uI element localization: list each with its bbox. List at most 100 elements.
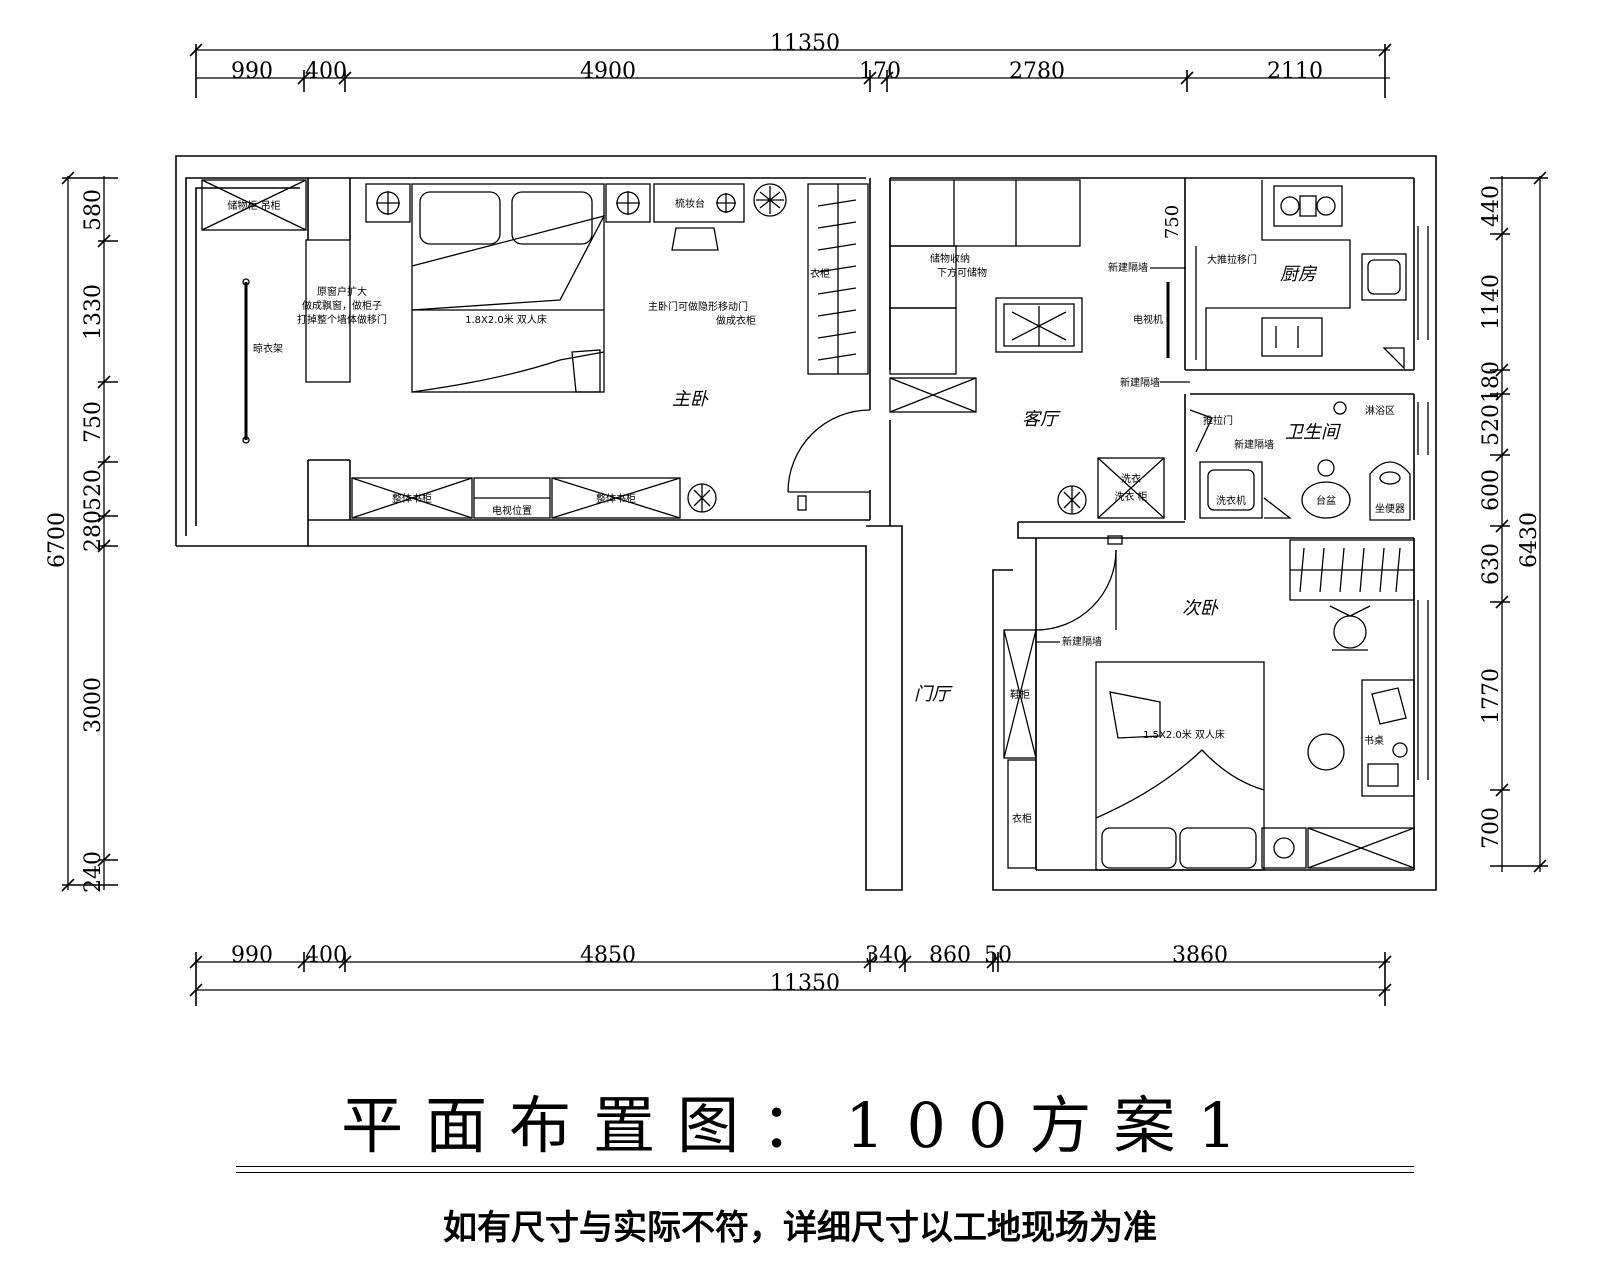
room-living: 客厅: [1022, 409, 1061, 430]
desk-chair: [1307, 733, 1345, 771]
kitchen: 大推拉移门 厨房: [1195, 180, 1407, 370]
bedroom-note-1: 主卧门可做隐形移动门: [648, 300, 748, 313]
shoe-cabinet: [1003, 629, 1037, 759]
toilet-icon: [1369, 461, 1411, 521]
top-dimensions: 11350 990 400 4900 170 2780 2110: [189, 31, 1392, 98]
dim-top-3: 4900: [580, 59, 636, 84]
balcony-cupboard: [201, 179, 307, 231]
room-master-bedroom: 主卧: [672, 389, 709, 410]
new-wall-3: 新建隔墙: [1234, 438, 1274, 451]
dim-left-1: 580: [81, 189, 106, 231]
nightstand-left: [365, 183, 411, 223]
dim-top-4: 170: [859, 59, 901, 84]
dim-right-5: 600: [1479, 469, 1504, 511]
laundry-label: 洗衣机: [1216, 494, 1246, 507]
dim-bottom-2: 400: [305, 943, 347, 968]
dim-right-3: 180: [1479, 361, 1504, 403]
dim-left-5: 280: [81, 510, 106, 552]
dim-right-2: 1140: [1479, 274, 1504, 330]
washing-machine: [1199, 461, 1263, 519]
dim-top-5: 2780: [1009, 59, 1065, 84]
study-desk: [1361, 679, 1415, 797]
dim-left-7: 240: [81, 851, 106, 893]
dim-right-1: 440: [1479, 185, 1504, 227]
room-bathroom: 卫生间: [1285, 422, 1341, 443]
kitchen-door-label: 大推拉移门: [1207, 253, 1257, 266]
dim-top-total: 11350: [770, 31, 840, 56]
dim-bottom-3: 4850: [580, 943, 636, 968]
balcony: 储物柜 吊柜 晾衣架 原窗户扩大 做成飘窗，做柜子 打掉整个墙体做移门: [201, 179, 387, 444]
wash-cab-1: 洗衣: [1121, 472, 1141, 485]
plant-icon: [753, 183, 787, 217]
sink-icon: [1361, 253, 1407, 301]
second-wardrobe-side: [1007, 759, 1037, 869]
second-cabinet: [1307, 827, 1415, 869]
basin-label: 台盆: [1316, 494, 1336, 507]
dressing-chair: [671, 227, 719, 251]
shower-label: 淋浴区: [1365, 404, 1395, 417]
dressing-table: [653, 183, 745, 223]
master-door-swing: [787, 409, 871, 493]
dim-right-7: 1770: [1479, 668, 1504, 724]
dim-top-1: 990: [231, 59, 273, 84]
phone-icon: [1367, 763, 1399, 787]
room-kitchen: 厨房: [1280, 264, 1318, 285]
bookcase-right-label: 整体书柜: [596, 492, 636, 505]
dim-left-6: 3000: [81, 677, 106, 733]
title-rule-top: [236, 1166, 1414, 1167]
dim-top-6: 2110: [1267, 59, 1323, 84]
bookcase-right: [551, 477, 681, 519]
master-bed: [411, 183, 605, 393]
shower-head-icon: [1333, 401, 1347, 415]
fridge-icon: [1261, 317, 1323, 357]
walls: [175, 155, 1437, 891]
dim-inner-750: 750: [1162, 205, 1183, 239]
basin-icon: [1301, 481, 1351, 519]
living-room: 储物收纳 下方可储物 客厅 电视机 新建隔墙 新建隔墙 750 洗衣 洗衣 柜: [889, 179, 1190, 519]
dim-bottom-6: 50: [984, 943, 1012, 968]
bathroom: 卫生间 淋浴区 推拉门 新建隔墙 洗衣机 台盆 坐便器: [1189, 401, 1411, 521]
title-rule-bottom: [236, 1172, 1414, 1173]
wash-cabinet: [1097, 457, 1165, 519]
foyer: 门厅: [914, 684, 953, 705]
second-bed-label: 1.5X2.0米 双人床: [1143, 728, 1225, 741]
living-note-1: 储物收纳: [930, 252, 970, 265]
dim-top-2: 400: [305, 59, 347, 84]
drawing-subtitle: 如有尺寸与实际不符，详细尺寸以工地现场为准: [443, 1208, 1157, 1248]
new-wall-1: 新建隔墙: [1108, 261, 1148, 274]
master-wardrobe-label: 衣柜: [810, 267, 830, 280]
balcony-cupboard-label: 储物柜 吊柜: [227, 199, 280, 212]
dim-right-4: 520: [1479, 404, 1504, 446]
master-bedroom: 1.8X2.0米 双人床 梳妆台 衣柜 主卧门可做隐形移动门 做成衣柜 主卧 整…: [351, 183, 871, 519]
dim-bottom-total: 11350: [770, 971, 840, 996]
shoe-cabinet-label: 鞋柜: [1010, 688, 1030, 701]
window-note-2: 做成飘窗，做柜子: [302, 299, 382, 312]
dim-right-8: 700: [1479, 807, 1504, 849]
storage-wall: [889, 179, 1081, 247]
dim-right-total: 6430: [1517, 512, 1542, 568]
master-bed-label: 1.8X2.0米 双人床: [465, 313, 547, 326]
new-wall-4: 新建隔墙: [1062, 635, 1102, 648]
wash-cab-2: 洗衣 柜: [1114, 490, 1147, 503]
dim-left-total: 6700: [45, 512, 70, 568]
window-bay-cabinet: [305, 239, 351, 383]
window-note-3: 打掉整个墙体做移门: [297, 313, 387, 326]
room-second-bedroom: 次卧: [1182, 598, 1219, 619]
dim-left-3: 750: [81, 401, 106, 443]
dim-bottom-4: 340: [865, 943, 907, 968]
living-cabinet: [889, 377, 977, 413]
stove-icon: [1273, 185, 1343, 227]
left-dimensions: 6700 580 1330 750 520 280 3000 240: [45, 171, 118, 893]
window-note-1: 原窗户扩大: [317, 285, 367, 298]
bookcase-left-label: 整体书柜: [392, 492, 432, 505]
second-door-swing: [1035, 549, 1117, 631]
tv-slot-label: 电视位置: [492, 504, 532, 517]
dim-bottom-1: 990: [231, 943, 273, 968]
new-wall-2: 新建隔墙: [1120, 376, 1160, 389]
coffee-table: [995, 297, 1083, 353]
person-icon: [1333, 615, 1367, 649]
second-bed: [1095, 661, 1265, 871]
room-foyer: 门厅: [914, 684, 953, 705]
dressing-table-label: 梳妆台: [675, 197, 705, 210]
